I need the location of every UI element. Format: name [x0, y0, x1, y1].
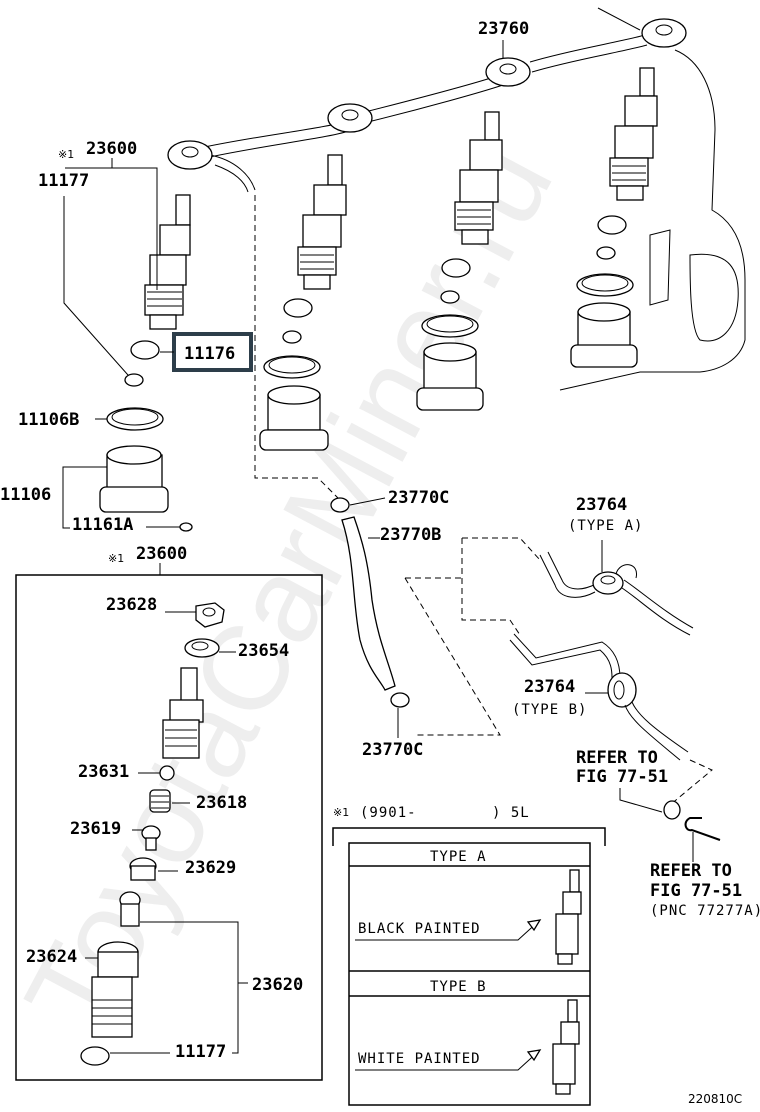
refer-note-1: REFER TO FIG 77-51	[576, 748, 721, 841]
callout-23770c-top: 23770C	[388, 488, 449, 508]
callout-23764-b-type: (TYPE B)	[512, 702, 587, 718]
refer-1-line1: REFER TO	[576, 748, 658, 768]
part-23629: 23629	[185, 858, 236, 878]
type-table: ※1 (9901- ) 5L TYPE A BLACK PAINTED TYPE…	[332, 805, 606, 1106]
seat-parts-cyl3	[416, 258, 484, 411]
part-23620: 23620	[252, 975, 303, 995]
holder-11106: 11106 11161A	[0, 445, 193, 535]
part-23618: 23618	[196, 793, 247, 813]
callout-11177-top: 11177	[38, 171, 89, 191]
watermark: ToyotaCarMiner.ru	[0, 124, 578, 1053]
box-title-23600: 23600	[136, 544, 187, 564]
clip-23770c-bottom	[390, 692, 410, 708]
callout-23600-top: 23600	[86, 139, 137, 159]
cylinder-head-outline	[559, 49, 746, 391]
table-applicability: (9901- ) 5L	[360, 805, 530, 821]
injector-type-a-illustration	[555, 869, 582, 965]
seat-parts-cyl1	[124, 340, 160, 387]
callout-11106: 11106	[0, 485, 51, 505]
seat-parts-cyl4	[570, 215, 638, 368]
routing-line-main	[254, 195, 341, 501]
seat-parts-cyl2	[259, 298, 329, 451]
part-23619: 23619	[70, 819, 121, 839]
hose-assembly: 23770C 23770B 23770C	[330, 488, 449, 760]
refer-2-line3: (PNC 77277A)	[650, 903, 760, 919]
part-23654: 23654	[238, 641, 289, 661]
box-mark: ※1	[108, 552, 124, 565]
injector-cyl2	[297, 154, 347, 290]
refer-2-line2: FIG 77-51	[650, 881, 742, 901]
refer-1-line2: FIG 77-51	[576, 767, 668, 787]
clip-23770c-top	[330, 497, 350, 513]
note-mark: ※1	[58, 148, 74, 161]
injector-cyl3	[454, 111, 503, 245]
callout-23764-a-type: (TYPE A)	[568, 518, 643, 534]
fuel-pipe-23760: 23760	[167, 7, 687, 193]
exploded-injector-box: ※1 23600 23628 23654 23631 23618 23619	[15, 544, 323, 1081]
callout-23764-a: 23764	[576, 495, 627, 515]
injector-cyl4	[609, 67, 658, 201]
callout-23760: 23760	[478, 19, 529, 39]
table-mark: ※1	[333, 806, 349, 819]
callouts-top-left: ※1 23600 11177 11176	[38, 139, 253, 376]
table-note-b: WHITE PAINTED	[358, 1051, 481, 1067]
callout-23770b: 23770B	[380, 525, 441, 545]
part-23628: 23628	[106, 595, 157, 615]
callout-23770c-bottom: 23770C	[362, 740, 423, 760]
injector-type-b-illustration	[552, 999, 580, 1095]
callout-23764-b: 23764	[524, 677, 575, 697]
refer-2-line1: REFER TO	[650, 861, 732, 881]
injector-cyl1	[144, 194, 191, 330]
pipe-23764-type-b: 23764 (TYPE B)	[509, 633, 689, 761]
table-type-b: TYPE B	[430, 979, 487, 995]
refer-note-2: REFER TO FIG 77-51 (PNC 77277A)	[650, 832, 760, 919]
table-type-a: TYPE A	[430, 849, 487, 865]
part-23631: 23631	[78, 762, 129, 782]
routing-line-pipes	[404, 537, 541, 736]
callout-11161a: 11161A	[72, 515, 133, 535]
pipe-23764-type-a: 23764 (TYPE A)	[539, 495, 694, 636]
table-note-a: BLACK PAINTED	[358, 921, 481, 937]
part-23624: 23624	[26, 947, 77, 967]
callout-11106b: 11106B	[18, 410, 79, 430]
callout-11176[interactable]: 11176	[184, 344, 235, 364]
part-11177-box: 11177	[175, 1042, 226, 1062]
ring-11106b: 11106B	[18, 407, 164, 431]
figure-id: 220810C	[688, 1092, 742, 1106]
